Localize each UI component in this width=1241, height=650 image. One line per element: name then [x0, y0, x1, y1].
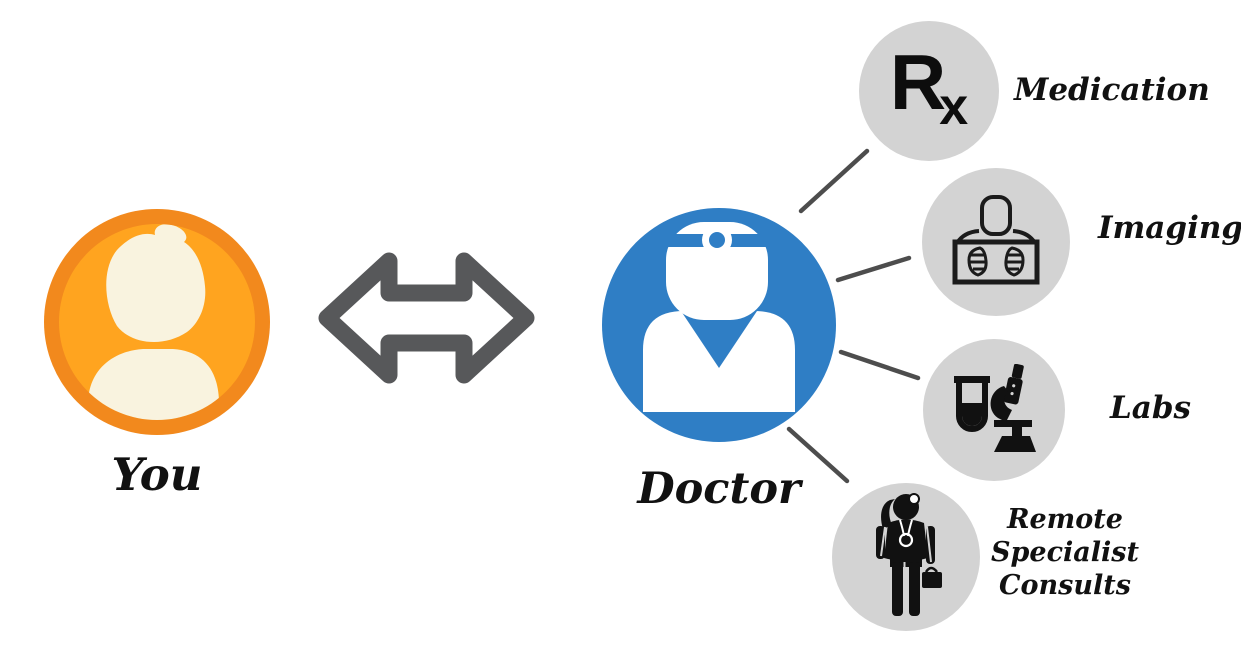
rx-symbol-main: R — [889, 38, 947, 126]
you-label: You — [111, 448, 203, 501]
you-avatar-icon — [44, 209, 270, 435]
specialist-doctor-icon — [876, 493, 942, 616]
medication-label: Medication — [1014, 72, 1210, 108]
labs-circle — [923, 339, 1065, 481]
remote-specialist-label: Remote Specialist Consults — [991, 504, 1139, 601]
bidirectional-arrow-icon — [318, 252, 535, 384]
medication-circle: R x — [859, 21, 999, 161]
rx-symbol-sub: x — [939, 78, 969, 136]
connector-line-medication — [798, 148, 870, 214]
test-tube-microscope-icon — [954, 364, 1036, 452]
doctor-label: Doctor — [637, 464, 801, 514]
labs-label: Labs — [1110, 390, 1192, 426]
remote-specialist-circle — [832, 483, 980, 631]
chest-xray-icon — [952, 195, 1040, 285]
imaging-circle — [922, 168, 1070, 316]
prescription-rx-icon: R x — [890, 43, 968, 133]
connector-line-labs — [838, 349, 921, 381]
imaging-label: Imaging — [1098, 210, 1241, 246]
connector-line-imaging — [835, 255, 912, 283]
doctor-avatar-icon — [602, 208, 836, 442]
